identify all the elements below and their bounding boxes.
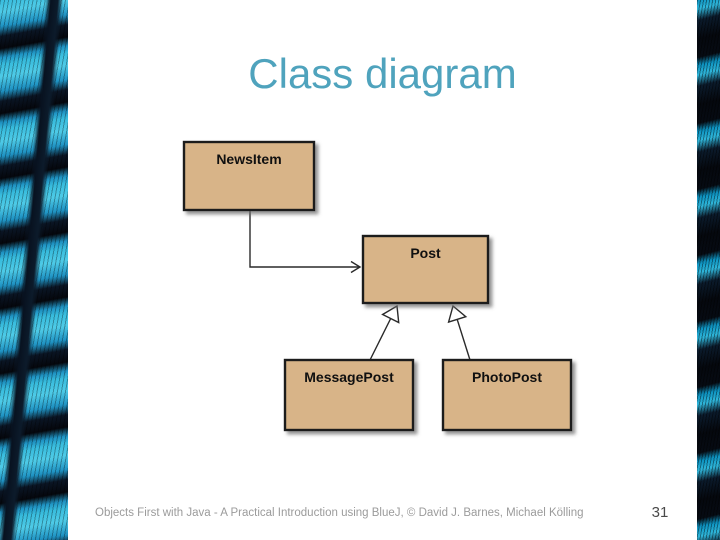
page-number: 31 [651,504,669,521]
inheritance-arrow-photopost-post [447,304,471,361]
association-arrow-newsitem-post [249,211,362,274]
class-label-post: Post [410,245,441,261]
class-label-photopost: PhotoPost [472,369,542,385]
class-label-messagepost: MessagePost [304,369,394,385]
slide-title: Class diagram [248,50,517,97]
feather-image-left [0,0,68,540]
class-box-messagepost [283,358,415,432]
feather-image-right [697,0,720,540]
class-box-newsitem [182,140,316,212]
class-label-newsitem: NewsItem [216,151,281,167]
footer-attribution: Objects First with Java - A Practical In… [95,507,584,519]
class-box-photopost [441,358,573,432]
class-box-post [361,234,490,305]
inheritance-arrow-messagepost-post [369,304,400,361]
